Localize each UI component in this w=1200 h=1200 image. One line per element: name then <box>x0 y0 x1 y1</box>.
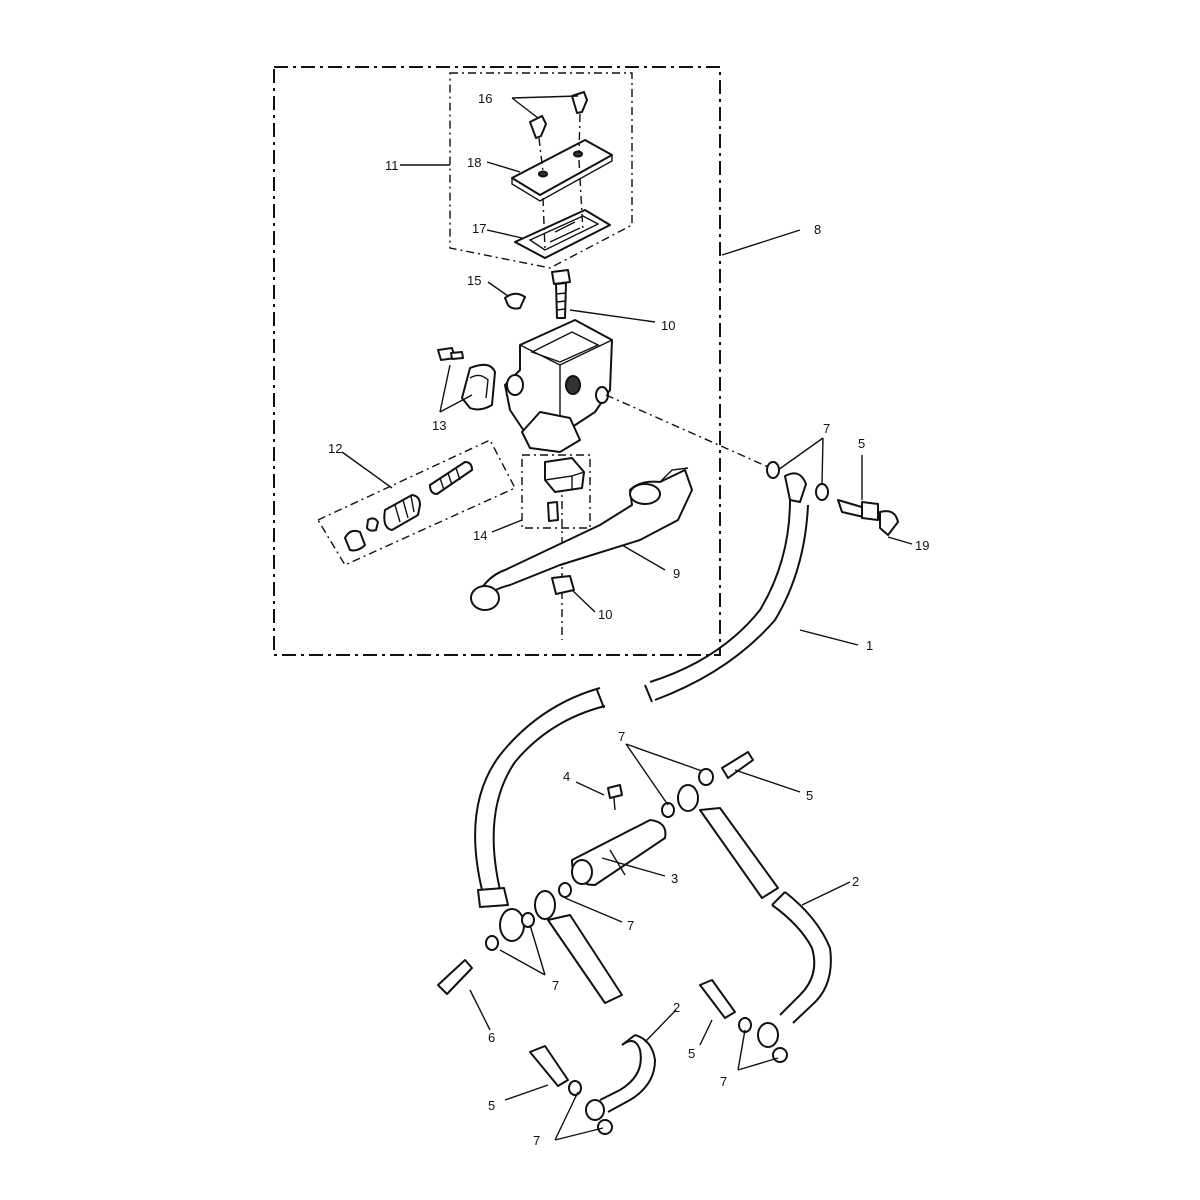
cover-screws <box>529 91 588 139</box>
callout-4: 4 <box>563 769 570 784</box>
callout-3: 3 <box>671 871 678 886</box>
callout-9: 9 <box>673 566 680 581</box>
callout-15: 15 <box>467 273 481 288</box>
brake-lever <box>470 467 693 611</box>
union-hose-upper <box>661 751 779 899</box>
assembly-11-boundary <box>449 72 633 269</box>
master-cylinder-body <box>504 319 613 453</box>
callout-5-upper: 5 <box>858 436 865 451</box>
callout-7-right-lower: 7 <box>720 1074 727 1089</box>
assembly-12-boundary <box>316 439 516 566</box>
callout-7-left-lower: 7 <box>533 1133 540 1148</box>
cover-align-lines <box>538 113 584 251</box>
callout-10-lower: 10 <box>598 607 612 622</box>
leader-lines <box>341 95 913 1141</box>
hose-2-left <box>529 1034 657 1135</box>
piston-kit <box>344 461 473 552</box>
callout-labels: 16 11 18 17 8 15 10 13 12 14 9 10 7 5 19… <box>328 91 929 1148</box>
hose-1 <box>474 499 809 942</box>
reservoir-cover <box>511 139 613 202</box>
upper-banjo-fitting <box>766 461 899 536</box>
callout-17: 17 <box>472 221 486 236</box>
callout-13: 13 <box>432 418 446 433</box>
callout-14: 14 <box>473 528 487 543</box>
handlebar-clamp <box>437 347 496 411</box>
callout-7-union-lower: 7 <box>552 978 559 993</box>
callout-12: 12 <box>328 441 342 456</box>
callout-10-upper: 10 <box>661 318 675 333</box>
callout-19: 19 <box>915 538 929 553</box>
hose-2-right <box>699 891 832 1063</box>
callout-8: 8 <box>814 222 821 237</box>
reservoir-diaphragm <box>514 209 611 259</box>
callout-7-union-mid: 7 <box>627 918 634 933</box>
callout-2-right: 2 <box>852 874 859 889</box>
brake-hose-union <box>571 784 667 886</box>
assembly-8-boundary <box>273 66 721 656</box>
callout-1: 1 <box>866 638 873 653</box>
callout-5-union-upper: 5 <box>806 788 813 803</box>
union-hose-lower <box>437 882 623 1004</box>
callout-11: 11 <box>385 158 399 173</box>
callout-5-right-lower: 5 <box>688 1046 695 1061</box>
body-screw <box>551 269 571 319</box>
callout-5-left-lower: 5 <box>488 1098 495 1113</box>
lever-pivot-nut <box>551 575 575 595</box>
callout-16: 16 <box>478 91 492 106</box>
callout-6: 6 <box>488 1030 495 1045</box>
callout-2-left: 2 <box>673 1000 680 1015</box>
callout-7-upper: 7 <box>823 421 830 436</box>
callout-18: 18 <box>467 155 481 170</box>
callout-7-union-upper: 7 <box>618 729 625 744</box>
brake-light-switch <box>544 457 585 522</box>
reservoir-plug <box>504 292 526 310</box>
outlet-axis-line <box>605 394 776 471</box>
